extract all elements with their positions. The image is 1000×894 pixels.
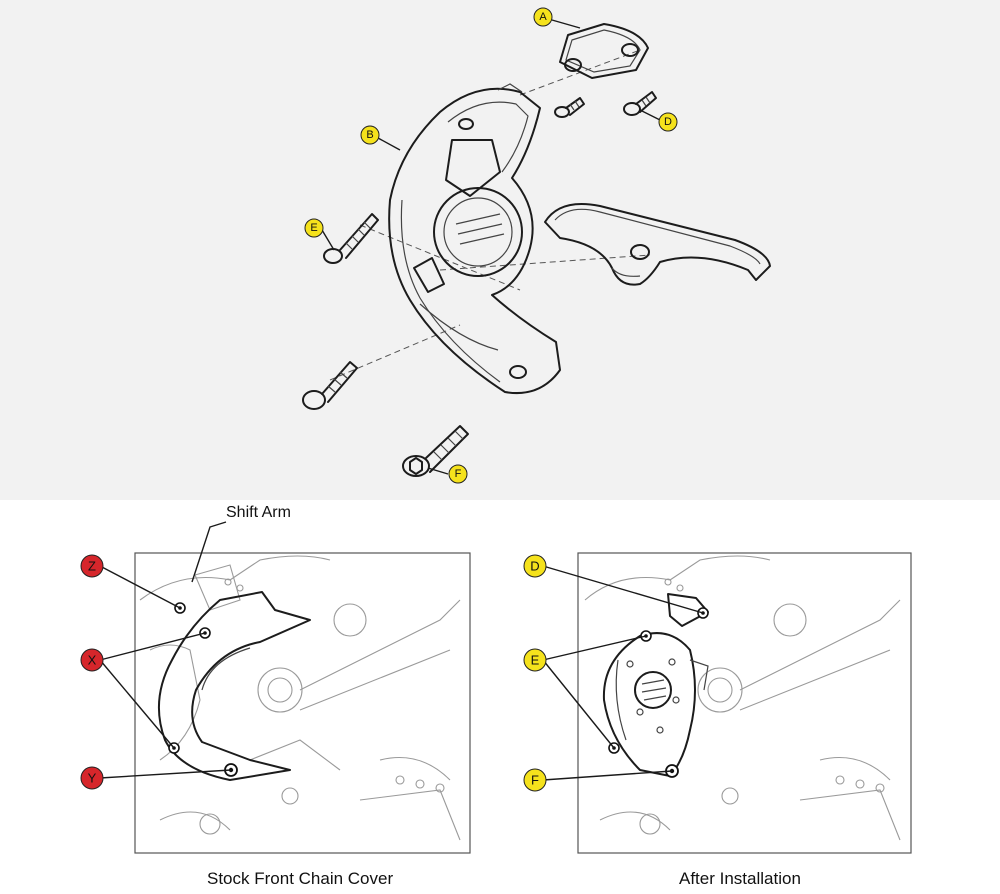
label-e-badge: E	[304, 218, 324, 238]
after-installation-caption: After Installation	[679, 869, 801, 888]
leader-x-top	[99, 632, 206, 661]
leader-e	[321, 229, 335, 251]
marker-e-badge: E	[523, 648, 547, 672]
leader-f	[427, 467, 449, 475]
after-installation-diagram: D E F	[523, 552, 912, 854]
marker-z-badge: Z	[80, 554, 104, 578]
svg-text:F: F	[531, 773, 539, 788]
leader-b	[377, 137, 401, 151]
svg-text:X: X	[88, 653, 97, 668]
leader-d	[639, 109, 661, 121]
leader-y	[99, 769, 232, 779]
part-f-bolt	[402, 425, 469, 477]
svg-text:E: E	[531, 653, 540, 668]
stock-cover-caption: Stock Front Chain Cover	[207, 869, 394, 888]
marker-y-badge: Y	[80, 766, 104, 790]
leader-installed-d	[542, 565, 704, 614]
svg-text:D: D	[530, 559, 539, 574]
axis-line-lower	[329, 324, 461, 381]
leader-shift-arm	[191, 521, 227, 583]
leader-installed-e-top	[542, 635, 647, 661]
shift-arm-label: Shift Arm	[226, 504, 291, 521]
part-e-bolt	[323, 213, 379, 264]
leader-z	[99, 565, 181, 609]
short-bolt	[554, 97, 585, 118]
label-a-badge: A	[533, 7, 553, 27]
part-b-chain-cover	[388, 83, 561, 394]
leader-installed-f	[542, 770, 673, 781]
label-f-badge: F	[448, 464, 468, 484]
svg-text:E: E	[310, 222, 317, 234]
exploded-view-panel	[0, 0, 1000, 500]
part-chain-slider	[544, 203, 771, 286]
leader-x-bottom	[99, 659, 175, 749]
leader-installed-e-bottom	[542, 659, 615, 749]
exploded-parts-diagram: A B D E F	[302, 7, 771, 484]
marker-d-badge: D	[523, 554, 547, 578]
stock-cover-diagram: Z X Y	[80, 521, 471, 854]
marker-f-badge: F	[523, 768, 547, 792]
svg-text:A: A	[539, 11, 547, 23]
svg-text:B: B	[366, 129, 373, 141]
svg-text:Z: Z	[88, 559, 96, 574]
axis-line-e	[359, 224, 521, 291]
lower-long-bolt	[302, 361, 358, 410]
leader-a	[551, 19, 581, 29]
label-b-badge: B	[360, 125, 380, 145]
part-a-bracket-plate	[559, 23, 649, 79]
svg-text:F: F	[455, 468, 462, 480]
svg-text:Y: Y	[88, 771, 97, 786]
axis-line-slider	[439, 254, 651, 271]
svg-text:D: D	[664, 116, 672, 128]
label-d-badge: D	[658, 112, 678, 132]
part-d-bolt	[623, 91, 657, 116]
marker-x-badge: X	[80, 648, 104, 672]
